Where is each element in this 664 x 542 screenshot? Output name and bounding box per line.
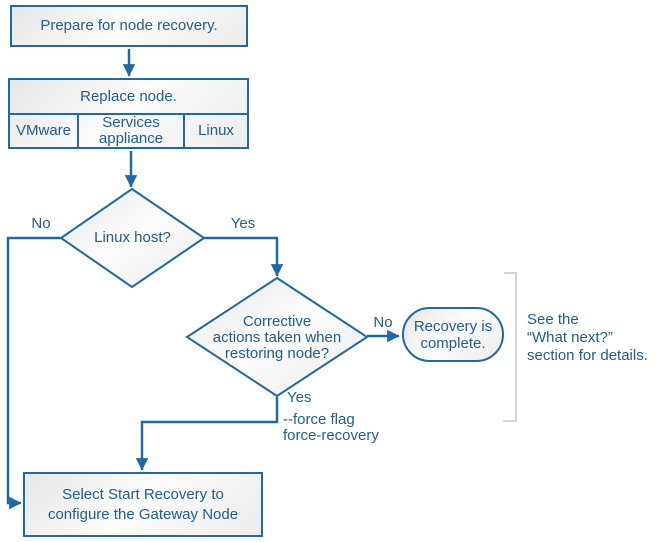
- label-yes-linux-host: Yes: [230, 215, 256, 232]
- note-what-next: See the “What next?” section for details…: [527, 311, 648, 364]
- decision-corrective-actions-label: Corrective actions taken when restoring …: [212, 313, 342, 362]
- label-force-flag: --force flag force-recovery: [283, 411, 379, 444]
- process-start-recovery: Select Start Recovery to configure the G…: [23, 472, 263, 537]
- platform-cell-vmware: VMware: [15, 122, 71, 139]
- connector-yes-to-corrective: [204, 236, 284, 277]
- label-no-linux-host: No: [31, 215, 51, 232]
- decision-corrective-actions-shape: [185, 276, 369, 398]
- replace-node-header: Replace node.: [10, 80, 247, 115]
- platform-cell-services-appliance: Services appliance: [77, 115, 185, 147]
- decision-linux-host-label: Linux host?: [94, 229, 171, 246]
- connector-yes-to-start-recovery: [135, 397, 279, 471]
- decision-linux-host-shape: [59, 187, 206, 289]
- terminator-recovery-complete: Recovery is complete.: [402, 307, 504, 362]
- replace-node-label: Replace node.: [80, 87, 177, 105]
- process-prepare-node: Prepare for node recovery.: [10, 5, 248, 47]
- terminator-recovery-complete-label: Recovery is complete.: [413, 317, 493, 352]
- platform-row: VMware Services appliance Linux: [10, 115, 247, 147]
- process-replace-node: Replace node. VMware Services appliance …: [8, 78, 249, 149]
- side-bracket: [503, 272, 517, 422]
- label-no-corrective: No: [373, 314, 393, 331]
- platform-cell-linux: Linux: [198, 122, 234, 139]
- connector-no-to-start-recovery: [6, 236, 61, 510]
- process-prepare-label: Prepare for node recovery.: [40, 17, 218, 34]
- process-start-recovery-label: Select Start Recovery to configure the G…: [47, 485, 239, 523]
- label-yes-corrective: Yes: [287, 389, 312, 406]
